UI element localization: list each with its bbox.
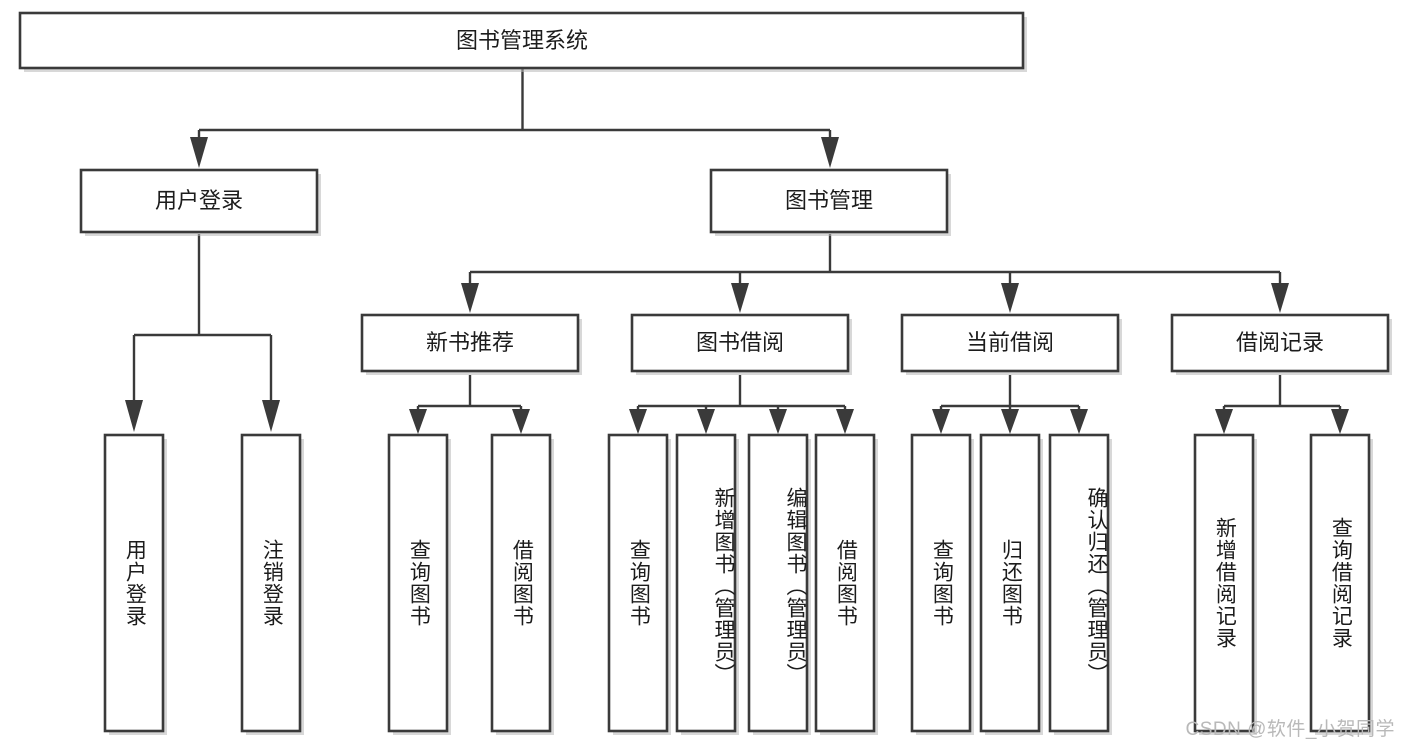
arrow-to-user-login [190,137,208,168]
node-root[interactable]: 图书管理系统 [18,11,1027,72]
arrow-to-leaf-borrow-book-2 [836,409,854,434]
arrow-to-leaf-query-book-2 [629,409,647,434]
leaf-borrow-book-2-text-wrap: 借阅图书 [834,539,858,627]
leaf-query-book-3-box [910,433,972,733]
node-new-book-rec[interactable]: 新书推荐 [360,313,582,375]
arrow-to-new-book-rec [461,283,479,313]
leaf-return-book-text-wrap: 归还图书 [999,539,1023,627]
leaf-add-record-text-wrap: 新增借阅记录 [1213,517,1237,649]
arrow-to-book-manage [821,137,839,168]
leaf-add-book-label: 新增图书（管理员） [712,487,735,685]
leaf-edit-book-text-wrap: 编辑图书（管理员） [784,487,807,685]
borrow-record-label: 借阅记录 [1236,330,1324,355]
leaf-return-book-box [979,433,1041,733]
arrow-to-leaf-add-record [1215,409,1233,434]
leaf-user-login-text-wrap: 用户登录 [123,539,147,627]
node-leaf-add-record[interactable]: 新增借阅记录 [1193,433,1257,735]
node-user-login[interactable]: 用户登录 [79,168,321,236]
borrow-record-box [1170,313,1390,373]
leaf-add-record-label: 新增借阅记录 [1213,517,1237,649]
leaf-edit-book-box [747,433,809,733]
root-label: 图书管理系统 [456,28,588,53]
leaf-add-book-text-wrap: 新增图书（管理员） [712,487,735,685]
leaf-borrow-book-2-label: 借阅图书 [834,539,858,627]
leaf-add-record-box [1193,433,1255,733]
arrow-to-leaf-query-record [1331,409,1349,434]
arrow-to-leaf-borrow-book-1 [512,409,530,434]
arrow-to-leaf-add-book [697,409,715,434]
book-borrow-label: 图书借阅 [696,330,784,355]
current-borrow-box [900,313,1120,373]
node-current-borrow[interactable]: 当前借阅 [900,313,1122,375]
arrow-to-leaf-return-book [1001,409,1019,434]
leaf-return-book-label: 归还图书 [999,539,1023,627]
node-leaf-query-book-2[interactable]: 查询图书 [607,433,671,735]
book-manage-label: 图书管理 [785,188,873,213]
node-leaf-user-login[interactable]: 用户登录 [103,433,167,735]
new-book-rec-box [360,313,580,373]
arrow-to-leaf-user-logout [262,400,280,432]
leaf-query-book-3-label: 查询图书 [930,539,954,627]
leaf-borrow-book-1-label: 借阅图书 [510,539,534,627]
arrow-to-borrow-record [1271,283,1289,313]
node-borrow-record[interactable]: 借阅记录 [1170,313,1392,375]
book-manage-box [709,168,949,234]
leaf-query-record-box [1309,433,1371,733]
node-leaf-confirm-return[interactable]: 确认归还（管理员） [1048,433,1112,735]
leaf-user-logout-box [240,433,302,733]
root-box [18,11,1025,70]
node-leaf-borrow-book-1[interactable]: 借阅图书 [490,433,554,735]
leaf-confirm-return-label: 确认归还（管理员） [1085,487,1108,685]
arrow-to-leaf-user-login [125,400,143,432]
leaf-borrow-book-1-box [490,433,552,733]
node-leaf-return-book[interactable]: 归还图书 [979,433,1043,735]
leaf-borrow-book-2-box [814,433,876,733]
leaf-query-book-2-label: 查询图书 [627,539,651,627]
node-book-manage[interactable]: 图书管理 [709,168,951,236]
leaf-user-login-box [103,433,165,733]
arrow-to-book-borrow [731,283,749,313]
leaf-query-record-label: 查询借阅记录 [1329,517,1353,649]
leaf-borrow-book-1-text-wrap: 借阅图书 [510,539,534,627]
arrow-to-leaf-query-book-1 [409,409,427,434]
leaf-confirm-return-box [1048,433,1110,733]
leaf-query-book-3-text-wrap: 查询图书 [930,539,954,627]
leaf-add-book-box [675,433,737,733]
leaf-query-book-1-box [387,433,449,733]
node-leaf-borrow-book-2[interactable]: 借阅图书 [814,433,878,735]
new-book-rec-label: 新书推荐 [426,330,514,355]
node-leaf-query-book-1[interactable]: 查询图书 [387,433,451,735]
user-login-box [79,168,319,234]
leaf-edit-book-label: 编辑图书（管理员） [784,487,807,685]
leaf-user-logout-label: 注销登录 [260,539,284,627]
user-login-label: 用户登录 [155,188,243,213]
node-leaf-query-book-3[interactable]: 查询图书 [910,433,974,735]
leaf-confirm-return-text-wrap: 确认归还（管理员） [1085,487,1108,685]
current-borrow-label: 当前借阅 [966,330,1054,355]
leaf-query-book-1-text-wrap: 查询图书 [407,539,431,627]
csdn-watermark: CSDN @软件_小贺同学 [1185,719,1395,740]
leaf-user-login-label: 用户登录 [123,539,147,627]
arrow-to-leaf-edit-book [769,409,787,434]
leaf-user-logout-text-wrap: 注销登录 [260,539,284,627]
book-borrow-box [630,313,850,373]
node-leaf-edit-book[interactable]: 编辑图书（管理员） [747,433,811,735]
leaf-query-book-2-text-wrap: 查询图书 [627,539,651,627]
node-leaf-query-record[interactable]: 查询借阅记录 [1309,433,1373,735]
arrow-to-current-borrow [1001,283,1019,313]
leaf-query-book-1-label: 查询图书 [407,539,431,627]
node-leaf-add-book[interactable]: 新增图书（管理员） [675,433,739,735]
node-book-borrow[interactable]: 图书借阅 [630,313,852,375]
leaf-query-record-text-wrap: 查询借阅记录 [1329,517,1353,649]
arrow-to-leaf-query-book-3 [932,409,950,434]
leaf-query-book-2-box [607,433,669,733]
node-leaf-user-logout[interactable]: 注销登录 [240,433,304,735]
arrow-to-leaf-confirm-return [1070,409,1088,434]
connectors [125,68,1349,434]
